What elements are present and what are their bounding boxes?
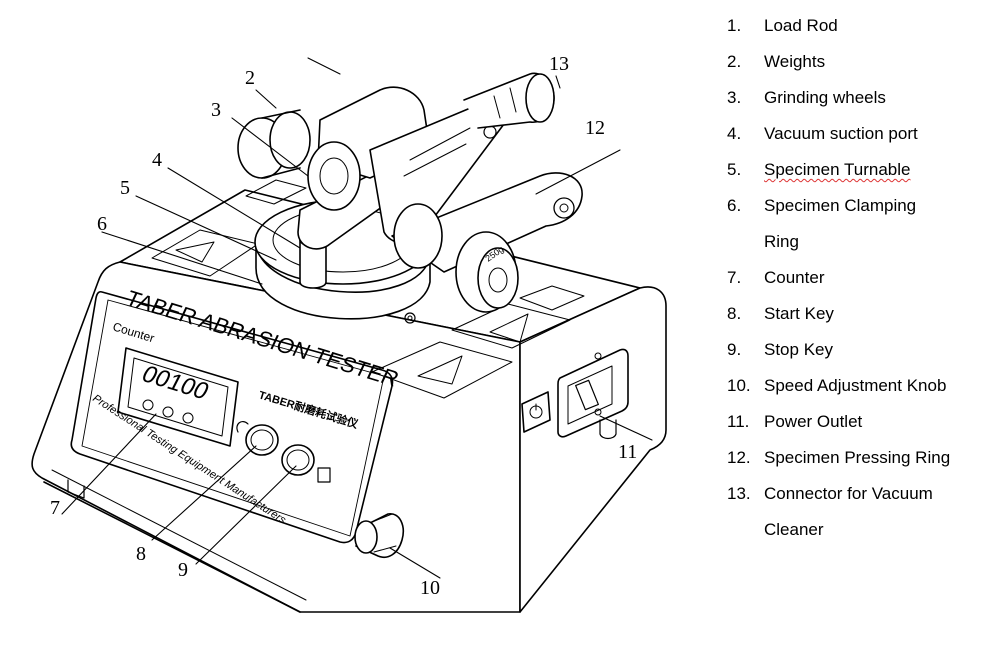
- callout-8: 8: [136, 543, 146, 565]
- legend-label: Speed Adjustment Knob: [764, 376, 947, 395]
- callout-7: 7: [50, 497, 60, 519]
- legend-label: Specimen Turnable: [764, 160, 911, 179]
- legend-item: 13. Connector for Vacuum: [727, 476, 989, 512]
- legend-num: 11.: [727, 412, 750, 431]
- legend-num: 7.: [727, 268, 742, 287]
- start-key[interactable]: [236, 420, 279, 456]
- legend-item-continuation: Ring: [727, 224, 989, 260]
- callout-3: 3: [211, 99, 221, 121]
- legend-label: Load Rod: [764, 16, 838, 35]
- callout-6: 6: [97, 213, 107, 235]
- legend-num: 3.: [727, 88, 742, 107]
- legend-item: 4. Vacuum suction port: [727, 116, 989, 152]
- grinding-wheel-right: [393, 203, 519, 313]
- legend-num: 13.: [727, 484, 751, 503]
- legend-label: Specimen Clamping: [764, 196, 917, 215]
- parts-legend: 1. Load Rod 2. Weights 3. Grinding wheels 4…: [727, 8, 989, 548]
- vacuum-cleaner-connector: [463, 72, 555, 129]
- legend-label: Start Key: [764, 304, 834, 323]
- legend-label: Grinding wheels: [764, 88, 886, 107]
- callout-4: 4: [152, 149, 162, 171]
- legend-label: Vacuum suction port: [764, 124, 918, 143]
- power-switch[interactable]: [521, 391, 551, 433]
- legend-num: 9.: [727, 340, 742, 359]
- speed-adjustment-knob[interactable]: [354, 513, 404, 558]
- legend-label: Weights: [764, 52, 826, 71]
- legend-num: 12.: [727, 448, 751, 467]
- machine-drawing: TABER ABRASION TESTER TABER耐磨耗试验仪 Profes…: [31, 53, 667, 613]
- legend-num: 1.: [727, 16, 742, 35]
- legend-label: Power Outlet: [764, 412, 863, 431]
- callout-11: 11: [618, 441, 637, 463]
- grinding-wheel-left: [307, 141, 361, 211]
- legend-item: 2. Weights: [727, 44, 989, 80]
- callout-9: 9: [178, 559, 188, 581]
- legend-item: 3. Grinding wheels: [727, 80, 989, 116]
- legend-item: 9. Stop Key: [727, 332, 989, 368]
- callout-12: 12: [585, 117, 605, 139]
- legend-num: 4.: [727, 124, 742, 143]
- callout-5: 5: [120, 177, 130, 199]
- legend-num: 10.: [727, 376, 751, 395]
- stop-key[interactable]: [281, 444, 331, 483]
- legend-label-continuation: Cleaner: [764, 520, 824, 539]
- legend-item: 11. Power Outlet: [727, 404, 989, 440]
- callout-2: 2: [245, 67, 255, 89]
- leader-lines: [61, 57, 653, 579]
- legend-num: 2.: [727, 52, 742, 71]
- legend-label: Stop Key: [764, 340, 833, 359]
- legend-label: Specimen Pressing Ring: [764, 448, 951, 467]
- legend-item: 8. Start Key: [727, 296, 989, 332]
- callout-10: 10: [420, 577, 440, 599]
- legend-item: 12. Specimen Pressing Ring: [727, 440, 989, 476]
- legend-num: 8.: [727, 304, 742, 323]
- legend-item: 1. Load Rod: [727, 8, 989, 44]
- counter-display: [117, 347, 239, 447]
- power-outlet[interactable]: [557, 348, 629, 438]
- legend-label: Counter: [764, 268, 825, 287]
- legend-item: 10. Speed Adjustment Knob: [727, 368, 989, 404]
- legend-label: Connector for Vacuum: [764, 484, 933, 503]
- legend-num: 6.: [727, 196, 742, 215]
- legend-item: 5. Specimen Turnable: [727, 152, 989, 188]
- legend-item-continuation: Cleaner: [727, 512, 989, 548]
- legend-item: 6. Specimen Clamping: [727, 188, 989, 224]
- weights: [237, 109, 311, 179]
- legend-num: 5.: [727, 160, 742, 179]
- legend-item: 7. Counter: [727, 260, 989, 296]
- legend-label-continuation: Ring: [764, 232, 799, 251]
- callout-13: 13: [549, 53, 569, 75]
